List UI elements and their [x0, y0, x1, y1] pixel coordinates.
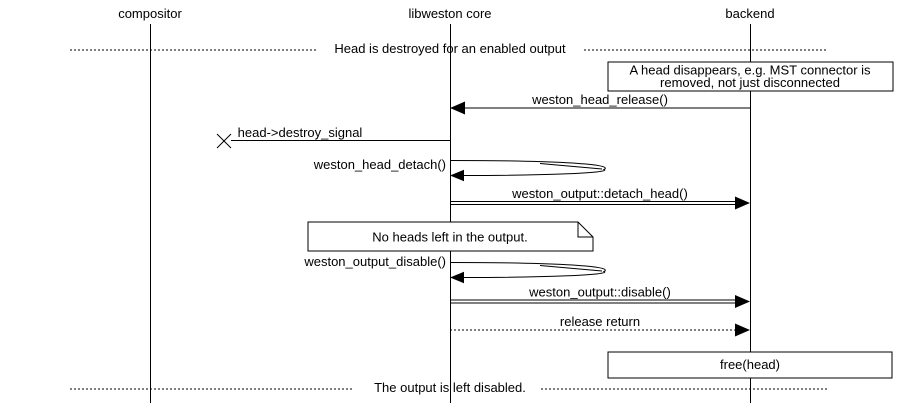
arrowhead-right-icon: [735, 196, 750, 210]
note-fold-icon: [577, 222, 593, 238]
box-free-head: free(head): [607, 351, 893, 379]
divider-label: Head is destroyed for an enabled output: [334, 41, 566, 56]
note-line-1: A head disappears, e.g. MST connector is: [629, 63, 871, 78]
actor-label-libweston-core: libweston core: [408, 6, 491, 21]
arrowhead-left-icon: [450, 169, 464, 182]
message-label: weston_head_release(): [531, 92, 668, 107]
action-box: [607, 351, 893, 379]
message-label: weston_output::disable(): [528, 285, 671, 300]
message-label: weston_output_disable(): [303, 254, 446, 269]
message-release-return: release return: [450, 314, 750, 337]
actor-label-compositor: compositor: [118, 6, 182, 21]
message-weston-head-release: weston_head_release(): [450, 92, 750, 115]
arrowhead-right-icon: [735, 295, 750, 308]
self-call-loop-inner: [539, 265, 603, 272]
box-label: free(head): [720, 357, 780, 372]
note-line-2: removed, not just disconnected: [660, 75, 840, 90]
arrowhead-right-icon: [735, 323, 750, 337]
self-call-loop: [449, 262, 606, 278]
message-label: head->destroy_signal: [238, 125, 363, 140]
message-label: release return: [560, 314, 640, 329]
divider-label: The output is left disabled.: [374, 380, 526, 395]
note-box: [607, 61, 894, 92]
message-weston-output-disable-call: weston_output_disable(): [303, 254, 606, 284]
arrowhead-left-icon: [450, 101, 465, 115]
note-head-disappears: A head disappears, e.g. MST connector is…: [607, 61, 894, 92]
message-weston-output-detach-head: weston_output::detach_head(): [450, 186, 750, 210]
message-weston-output-disable: weston_output::disable(): [450, 285, 750, 308]
message-weston-head-detach: weston_head_detach(): [313, 157, 606, 182]
note-shape: [307, 221, 594, 252]
actor-titles: compositor libweston core backend: [118, 6, 774, 21]
lost-x-icon: [216, 133, 232, 149]
divider-head-destroyed: Head is destroyed for an enabled output: [70, 41, 827, 56]
actor-label-backend: backend: [725, 6, 774, 21]
note-line-1: No heads left in the output.: [372, 230, 527, 245]
self-call-loop-inner: [539, 163, 603, 170]
message-label: weston_head_detach(): [313, 157, 446, 172]
message-label: weston_output::detach_head(): [511, 186, 688, 201]
message-head-destroy-signal: head->destroy_signal: [216, 125, 450, 149]
note-no-heads-left: No heads left in the output.: [307, 221, 594, 252]
self-call-loop: [449, 160, 606, 176]
divider-output-disabled: The output is left disabled.: [70, 380, 827, 395]
arrowhead-left-icon: [450, 271, 464, 284]
